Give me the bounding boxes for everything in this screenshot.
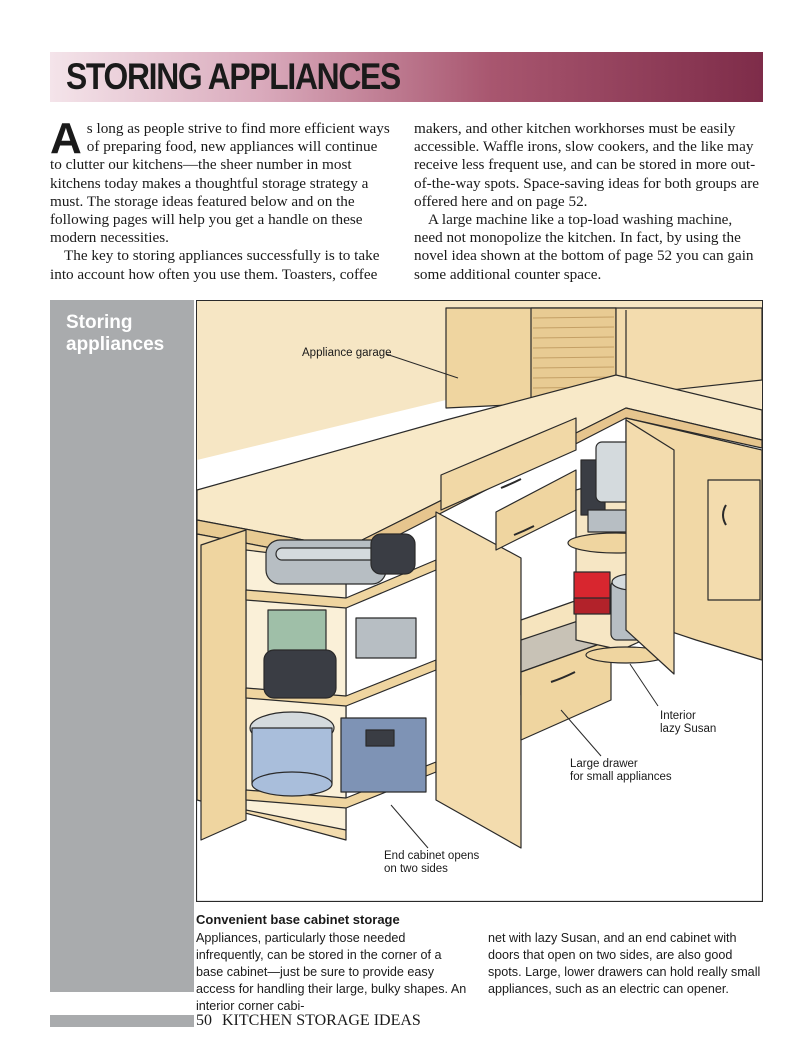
food-processor	[263, 609, 417, 699]
kitchen-cabinet-illustration	[196, 300, 763, 902]
page-number: 50	[196, 1012, 212, 1029]
appliance-garage	[445, 307, 763, 409]
intro-right-column: makers, and other kitchen workhorses mus…	[414, 120, 762, 284]
drop-cap: A	[50, 114, 82, 163]
caption-left: Appliances, particularly those needed in…	[196, 931, 467, 1013]
callout-lazy-susan-line-1: Interior	[660, 710, 696, 722]
sidebar-label: Storing appliances	[66, 312, 165, 355]
intro-paragraph-2: The key to storing appliances successful…	[50, 247, 380, 283]
callout-lazy-susan-line-2: lazy Susan	[660, 723, 717, 735]
footer-bar	[50, 1015, 194, 1027]
header-band	[50, 52, 763, 102]
caption-heading: Convenient base cabinet storage	[196, 912, 400, 927]
intro-paragraph-4: A large machine like a top-load washing …	[414, 211, 754, 283]
callout-appliance-garage: Appliance garage	[302, 347, 392, 359]
intro-paragraph-3: makers, and other kitchen workhorses mus…	[414, 120, 759, 210]
page-title: STORING APPLIANCES	[66, 56, 401, 97]
intro-paragraph-1: s long as people strive to find more eff…	[50, 120, 390, 247]
callout-end-cabinet-line-1: End cabinet opens	[384, 850, 480, 862]
callout-end-cabinet-line-2: on two sides	[384, 863, 448, 875]
callout-drawer-line-2: for small appliances	[570, 771, 672, 783]
section-title: KITCHEN STORAGE IDEAS	[222, 1012, 421, 1029]
waffle-iron	[265, 533, 416, 585]
callout-drawer-line-1: Large drawer	[570, 758, 638, 770]
caption-right: net with lazy Susan, and an end cabinet …	[488, 931, 761, 996]
footer: 50 KITCHEN STORAGE IDEAS	[196, 1012, 421, 1030]
sidebar-panel	[50, 300, 194, 992]
slow-cooker	[249, 711, 427, 797]
